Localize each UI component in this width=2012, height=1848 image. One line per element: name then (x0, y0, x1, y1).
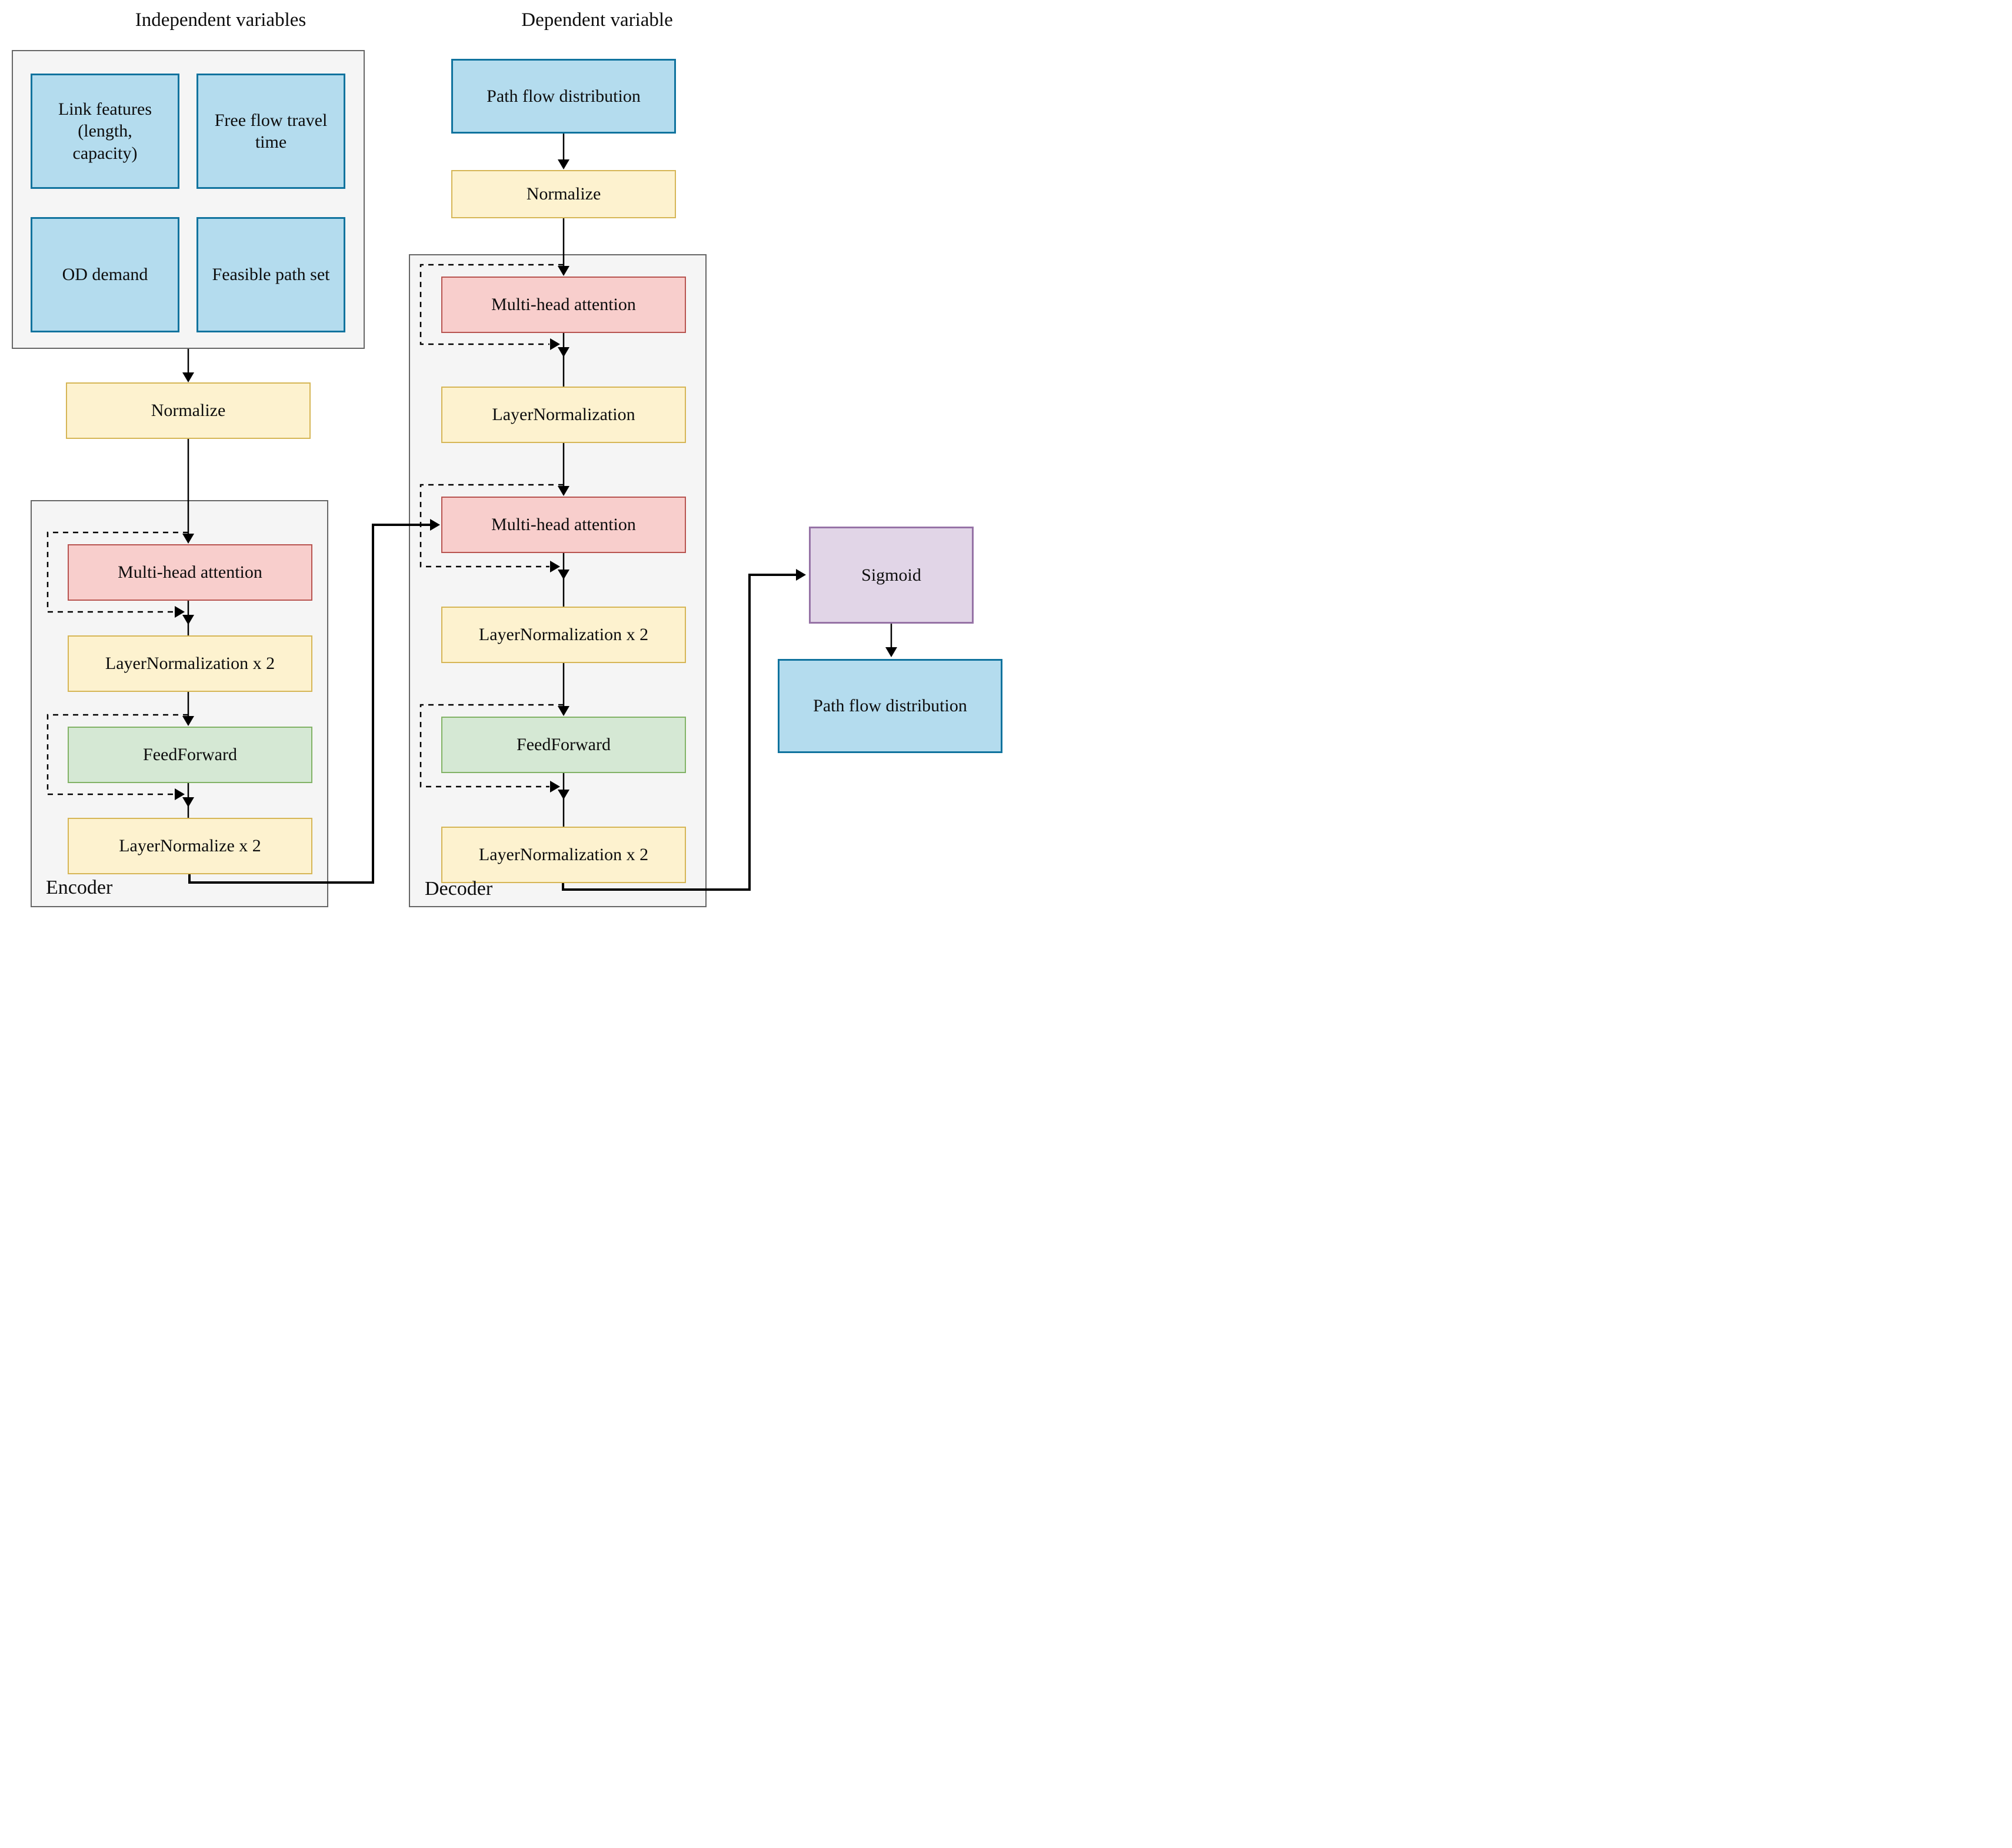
sigmoid-box: Sigmoid (809, 527, 974, 624)
decoder-layer-normalization-x2-2-box: LayerNormalization x 2 (441, 827, 686, 883)
title-independent-variables: Independent variables (135, 9, 307, 31)
decoder-multi-head-attention-2-box: Multi-head attention (441, 497, 686, 553)
arrow-independent-to-normalize (182, 349, 194, 382)
normalize-dependent-box: Normalize (451, 170, 676, 218)
encoder-layer-normalize-box: LayerNormalize x 2 (68, 818, 312, 874)
decoder-layer-normalization-box: LayerNormalization (441, 387, 686, 443)
link-features-box: Link features (length, capacity) (31, 74, 179, 189)
path-flow-distribution-output-box: Path flow distribution (778, 659, 1002, 753)
arrow-sigmoid-to-path-flow-output (885, 624, 897, 657)
arrow-path-flow-to-normalize (558, 134, 569, 169)
diagram-canvas: Independent variables Dependent variable… (0, 0, 1006, 924)
title-dependent-variable: Dependent variable (521, 9, 673, 31)
decoder-layer-normalization-x2-box: LayerNormalization x 2 (441, 607, 686, 663)
decoder-multi-head-attention-1-box: Multi-head attention (441, 277, 686, 333)
normalize-independent-box: Normalize (66, 382, 311, 439)
od-demand-box: OD demand (31, 217, 179, 332)
encoder-feed-forward-box: FeedForward (68, 727, 312, 783)
encoder-label: Encoder (46, 877, 113, 898)
path-flow-distribution-input-box: Path flow distribution (451, 59, 676, 134)
encoder-multi-head-attention-box: Multi-head attention (68, 544, 312, 601)
decoder-label: Decoder (425, 878, 493, 900)
decoder-group (409, 254, 707, 907)
decoder-feed-forward-box: FeedForward (441, 717, 686, 773)
feasible-path-set-box: Feasible path set (196, 217, 345, 332)
encoder-layer-normalization-box: LayerNormalization x 2 (68, 635, 312, 692)
free-flow-travel-time-box: Free flow travel time (196, 74, 345, 189)
